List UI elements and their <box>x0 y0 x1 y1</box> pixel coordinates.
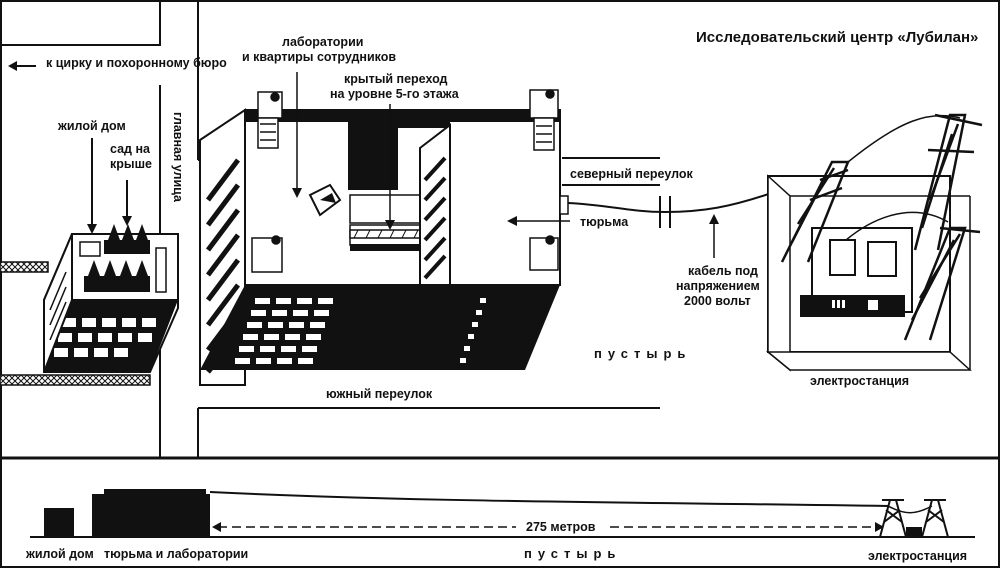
label-passage-1: крытый переход <box>344 72 448 86</box>
profile-prison-block <box>92 489 210 537</box>
residential-house <box>43 138 179 373</box>
pavilion <box>308 183 342 217</box>
profile-label-distance: 275 метров <box>526 520 596 534</box>
profile-section: жилой дом тюрьма и лаборатории 275 метро… <box>25 489 975 563</box>
windows <box>235 298 486 364</box>
power-station <box>765 113 983 372</box>
label-main-street: главная улица <box>171 112 185 203</box>
profile-pylon-left <box>879 499 907 538</box>
label-cable-2: напряжением <box>676 279 760 293</box>
map-title: Исследовательский центр «Лубилан» <box>696 29 978 46</box>
label-roof-garden-2: крыше <box>110 157 152 171</box>
label-labs-1: лаборатории <box>282 35 363 49</box>
roof-garden <box>79 224 167 293</box>
label-labs-2: и квартиры сотрудников <box>242 50 396 64</box>
guard-towers <box>251 89 559 273</box>
street-lines <box>0 0 660 458</box>
label-cable-3: 2000 вольт <box>684 294 751 308</box>
pylon-right-top <box>913 113 983 251</box>
profile-label-desert: пустырь <box>524 546 621 561</box>
label-cable-1: кабель под <box>688 264 758 278</box>
label-desert: пустырь <box>594 346 691 361</box>
circus-arrow <box>8 61 36 71</box>
label-circus: к цирку и похоронному бюро <box>46 56 227 70</box>
pylon-left <box>780 160 850 263</box>
pylon-right-bottom <box>903 226 981 341</box>
street-hatching <box>0 261 151 386</box>
label-prison: тюрьма <box>580 215 629 229</box>
label-passage-2: на уровне 5-го этажа <box>330 87 460 101</box>
profile-pylon-right <box>921 499 949 538</box>
research-complex <box>199 72 570 386</box>
label-residential: жилой дом <box>57 119 126 133</box>
profile-label-residential: жилой дом <box>25 547 94 561</box>
profile-label-power-station: электростанция <box>868 549 967 563</box>
profile-residential-block <box>44 508 74 537</box>
label-south-lane: южный переулок <box>326 387 433 401</box>
label-power-station: электростанция <box>810 374 909 388</box>
label-north-lane: северный переулок <box>570 167 694 181</box>
label-roof-garden-1: сад на <box>110 142 151 156</box>
profile-label-prison-labs: тюрьма и лаборатории <box>104 547 248 561</box>
